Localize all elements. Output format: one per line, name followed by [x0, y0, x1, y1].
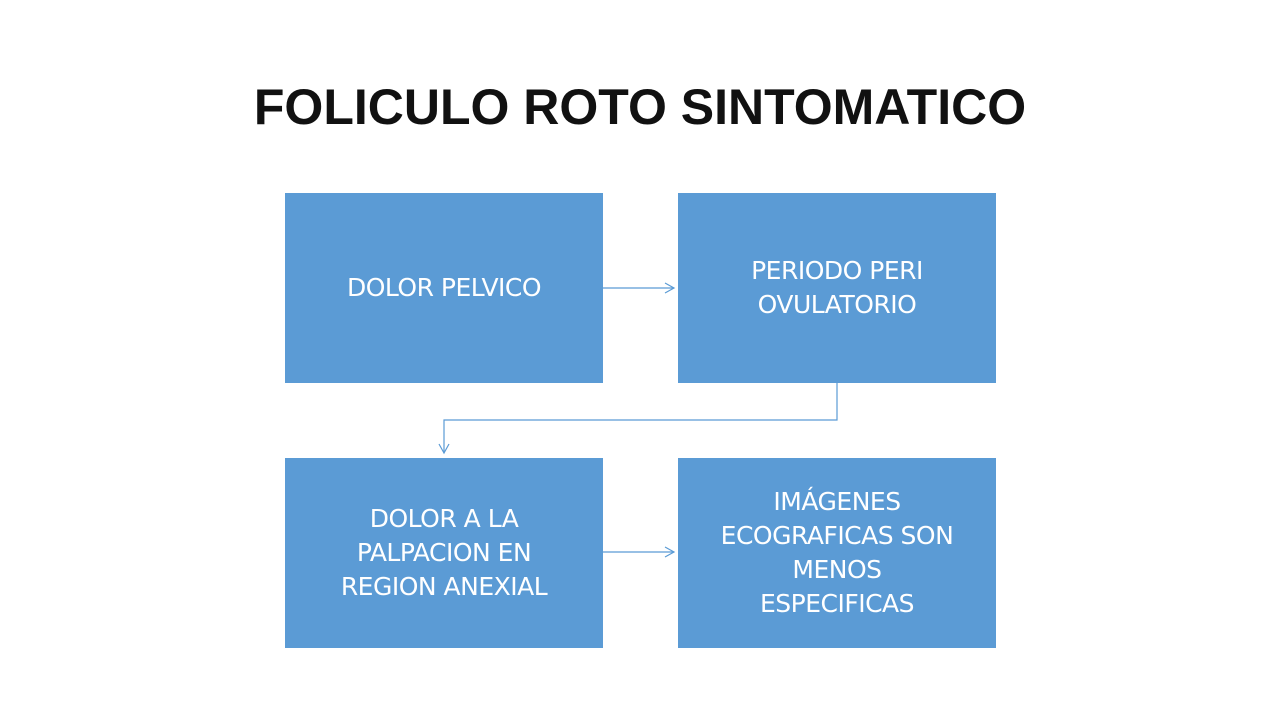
arrow-step2-to-step3 [438, 383, 838, 455]
step-box-dolor-palpacion: DOLOR A LA PALPACION EN REGION ANEXIAL [285, 458, 603, 648]
step-box-imagenes-ecograficas: IMÁGENES ECOGRAFICAS SON MENOS ESPECIFIC… [678, 458, 996, 648]
step-label: PERIODO PERI OVULATORIO [751, 256, 923, 319]
step-label: DOLOR PELVICO [346, 273, 542, 302]
step-label: DOLOR A LA PALPACION EN REGION ANEXIAL [340, 504, 548, 601]
step-box-periodo-peri-ovulatorio: PERIODO PERI OVULATORIO [678, 193, 996, 383]
step-box-dolor-pelvico: DOLOR PELVICO [285, 193, 603, 383]
slide-title: FOLICULO ROTO SINTOMATICO [253, 79, 1027, 135]
step-label: IMÁGENES ECOGRAFICAS SON MENOS ESPECIFIC… [720, 487, 954, 618]
